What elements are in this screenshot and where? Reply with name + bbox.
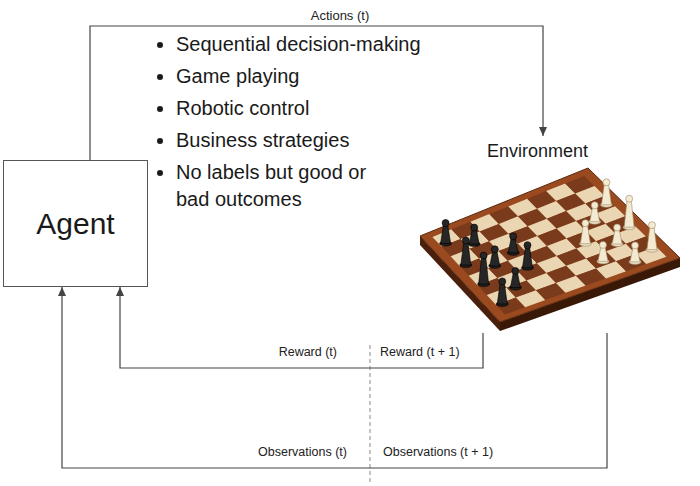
chess-piece [460, 237, 472, 268]
flow-arrow [90, 26, 543, 160]
chess-piece [478, 252, 490, 287]
time-divider [370, 345, 371, 484]
chess-piece [468, 224, 480, 247]
bullet-item: Business strategies [176, 127, 421, 154]
piece-head [603, 179, 610, 186]
piece-body [624, 201, 634, 227]
agent-label: Agent [36, 207, 114, 241]
board-side [420, 236, 500, 331]
chess-piece [629, 242, 641, 265]
chess-piece [611, 224, 623, 247]
piece-body [490, 252, 500, 266]
chess-piece [623, 195, 635, 230]
chess-piece [646, 222, 658, 253]
piece-body [590, 208, 600, 222]
piece-body [461, 243, 471, 265]
reward-label: Reward (t) [279, 345, 337, 359]
observation-label: Observations (t) [258, 445, 347, 459]
piece-head [480, 252, 487, 259]
piece-body [497, 284, 507, 304]
piece-body [601, 185, 611, 205]
chess-board [415, 160, 685, 335]
bullet-item: Sequential decision-making [176, 31, 421, 58]
piece-head [499, 278, 506, 285]
bullet-item: Robotic control [176, 95, 421, 122]
chess-piece [507, 233, 519, 256]
board-side [500, 258, 680, 331]
chess-piece [496, 278, 508, 307]
piece-head [491, 246, 498, 253]
piece-head [614, 224, 621, 231]
piece-body [441, 226, 451, 244]
chess-piece [489, 246, 501, 268]
chess-piece [440, 220, 452, 247]
piece-body [510, 274, 520, 288]
piece-body [647, 228, 657, 250]
board-frame [420, 168, 680, 322]
bullet-item: Game playing [176, 63, 421, 90]
piece-head [582, 220, 589, 227]
environment-label: Environment [487, 141, 588, 162]
piece-head [510, 233, 517, 240]
piece-head [471, 224, 478, 231]
piece-body [630, 248, 640, 262]
agent-box: Agent [3, 160, 148, 287]
piece-body [612, 230, 622, 244]
board-squares [432, 176, 666, 315]
piece-body [598, 247, 608, 261]
observation-label: Observations (t + 1) [383, 445, 493, 459]
piece-body [479, 258, 489, 284]
piece-body [469, 230, 479, 244]
edge-label: Actions (t) [311, 8, 370, 23]
chess-piece [597, 241, 609, 264]
bullet-list: Sequential decision-makingGame playingRo… [156, 31, 421, 218]
piece-head [599, 241, 606, 248]
chess-piece [589, 202, 601, 225]
piece-head [648, 222, 655, 229]
piece-head [591, 202, 598, 209]
chess-pieces [440, 179, 658, 307]
piece-head [512, 268, 519, 275]
chess-piece [579, 220, 591, 247]
piece-head [632, 242, 639, 249]
piece-body [580, 226, 590, 244]
flow-arrow [120, 287, 483, 368]
piece-head [442, 220, 449, 227]
bullet-item: No labels but good or bad outcomes [176, 159, 376, 213]
environment-node: Environment [415, 136, 685, 333]
piece-body [508, 239, 518, 253]
piece-body [522, 248, 532, 268]
chess-piece [509, 268, 521, 291]
chess-piece [600, 179, 612, 208]
piece-head [462, 237, 469, 244]
piece-head [626, 195, 633, 202]
chess-piece [521, 242, 533, 271]
piece-head [524, 242, 531, 249]
reward-label: Reward (t + 1) [380, 345, 460, 359]
